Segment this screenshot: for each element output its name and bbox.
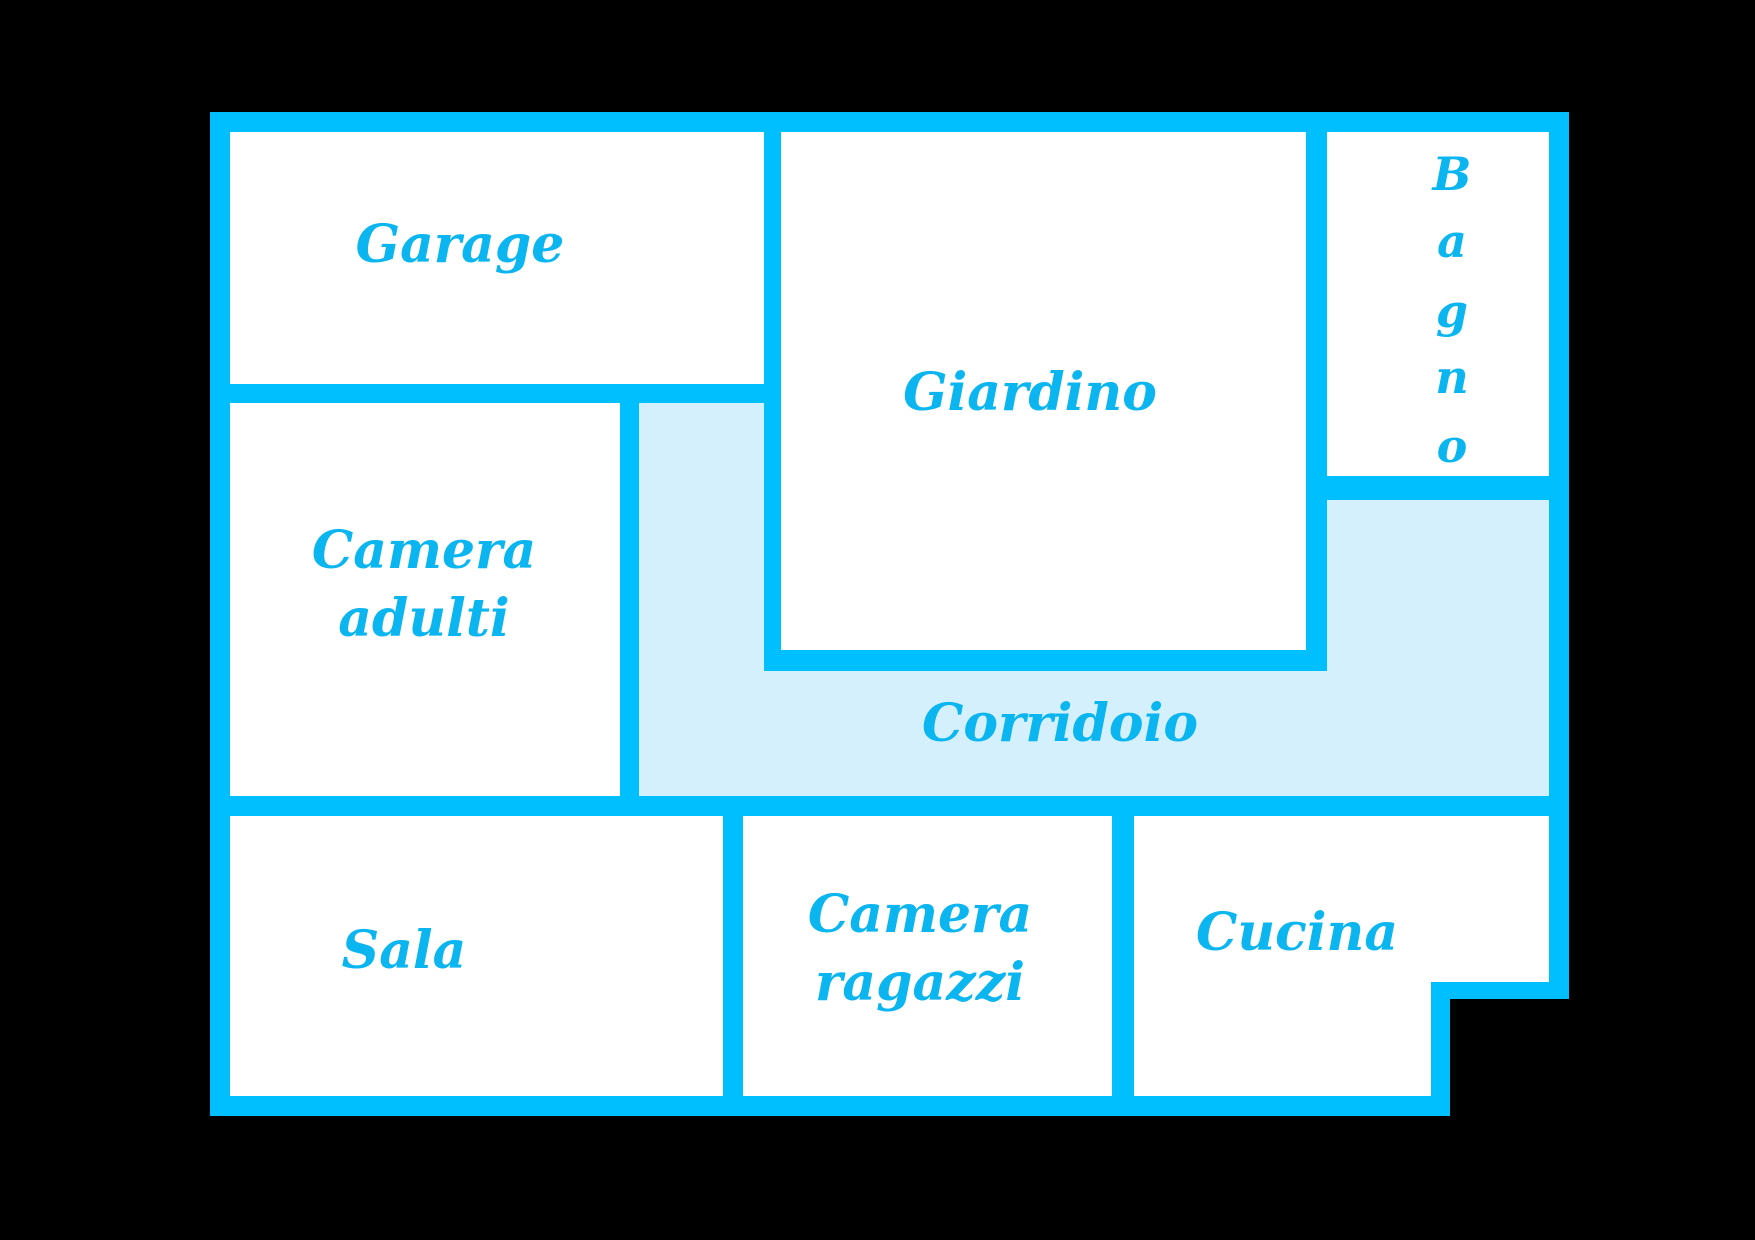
label-camera-adulti-line2: adulti — [338, 588, 509, 649]
label-cucina: Cucina — [1196, 902, 1398, 963]
label-corridoio: Corridoio — [922, 693, 1198, 754]
room-sala — [230, 816, 723, 1096]
label-camera-adulti-line1: Camera — [312, 520, 536, 581]
label-sala: Sala — [342, 920, 467, 981]
label-bagno-letter: a — [1437, 214, 1467, 268]
room-bagno — [1327, 132, 1549, 476]
label-bagno: B a g n o — [1431, 147, 1472, 473]
label-camera-ragazzi-line1: Camera — [808, 884, 1032, 945]
label-camera-ragazzi: Camera ragazzi — [808, 884, 1032, 1013]
label-garage: Garage — [356, 214, 565, 275]
label-camera-ragazzi-line2: ragazzi — [815, 952, 1025, 1013]
room-camera-adulti — [230, 403, 620, 796]
label-bagno-letter: g — [1436, 284, 1468, 338]
label-giardino: Giardino — [903, 362, 1157, 423]
room-garage — [230, 132, 764, 384]
room-cucina — [1134, 816, 1549, 1096]
label-bagno-letter: B — [1431, 147, 1472, 201]
label-bagno-letter: o — [1437, 419, 1468, 473]
label-bagno-letter: n — [1435, 350, 1468, 404]
room-giardino — [781, 132, 1306, 650]
room-corridoio — [639, 403, 1549, 796]
label-camera-adulti: Camera adulti — [312, 520, 536, 649]
room-camera-ragazzi — [743, 816, 1112, 1096]
